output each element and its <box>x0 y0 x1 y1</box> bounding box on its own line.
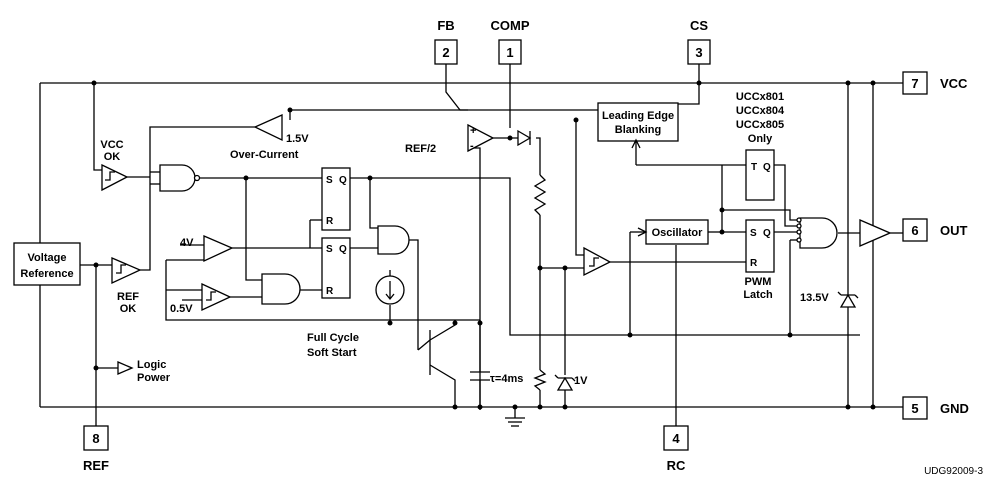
svg-text:OK: OK <box>104 151 121 163</box>
and-gate-soft-start <box>377 225 410 255</box>
pin-cs: 3 CS <box>687 18 711 65</box>
pin-gnd: 5 GND <box>902 396 969 420</box>
svg-text:13.5V: 13.5V <box>800 292 829 304</box>
svg-text:Q: Q <box>339 244 347 255</box>
pin-fb-name: FB <box>437 18 454 33</box>
sr-flipflop-2: S Q R <box>321 237 351 299</box>
svg-text:R: R <box>326 286 334 297</box>
svg-text:Latch: Latch <box>743 289 773 301</box>
svg-text:UCCx805: UCCx805 <box>736 119 784 131</box>
voltage-reference-block: Voltage Reference <box>13 242 81 286</box>
diode <box>517 129 532 147</box>
svg-text:τ=4ms: τ=4ms <box>490 373 523 385</box>
pin-cs-number: 3 <box>695 45 702 60</box>
resistor-top <box>533 174 547 216</box>
svg-text:REF/2: REF/2 <box>405 143 436 155</box>
svg-text:Blanking: Blanking <box>615 124 661 136</box>
ref-ok-comparator: REF OK <box>111 257 142 315</box>
arrows <box>631 138 648 237</box>
pin-out: 6 OUT <box>902 218 968 242</box>
svg-text:S: S <box>750 228 757 239</box>
resistor-bottom <box>533 369 547 391</box>
figure-id: UDG92009-3 <box>924 466 983 477</box>
svg-text:Soft Start: Soft Start <box>307 347 357 359</box>
pwm-latch: S Q R PWM Latch <box>743 219 775 301</box>
output-buffer <box>859 219 892 247</box>
svg-text:Only: Only <box>748 133 773 145</box>
and-gate-lower <box>261 273 301 305</box>
svg-text:PWM: PWM <box>745 276 772 288</box>
pin-ref-name: REF <box>83 458 109 473</box>
vcc-ok-comparator: VCC OK <box>100 139 129 192</box>
pin-comp-number: 1 <box>506 45 513 60</box>
wires <box>39 64 903 427</box>
ucc-only-note: UCCx801 UCCx804 UCCx805 Only <box>736 91 785 145</box>
svg-text:S: S <box>326 175 333 186</box>
svg-text:T: T <box>751 162 757 173</box>
pwm-comparator <box>583 246 612 277</box>
pin-comp: 1 COMP <box>491 18 530 65</box>
t-flipflop: T Q <box>745 149 775 201</box>
svg-text:1V: 1V <box>574 375 588 387</box>
svg-text:R: R <box>326 216 334 227</box>
svg-text:Full Cycle: Full Cycle <box>307 332 359 344</box>
pin-vcc-number: 7 <box>911 76 918 91</box>
output-and-gate <box>796 217 838 249</box>
pin-ref: 8 REF <box>83 425 109 473</box>
pin-gnd-number: 5 <box>911 401 918 416</box>
nand-gate-top <box>159 164 201 192</box>
svg-text:UCCx801: UCCx801 <box>736 91 784 103</box>
current-source: Full Cycle Soft Start <box>307 275 405 359</box>
pin-fb: 2 FB <box>434 18 458 65</box>
svg-text:Q: Q <box>339 175 347 186</box>
svg-text:Leading Edge: Leading Edge <box>602 110 674 122</box>
svg-text:0.5V: 0.5V <box>170 303 193 315</box>
pin-comp-name: COMP <box>491 18 530 33</box>
svg-text:4V: 4V <box>180 237 194 249</box>
oscillator-block: Oscillator <box>645 219 709 245</box>
svg-text:R: R <box>750 258 758 269</box>
pin-ref-number: 8 <box>92 431 99 446</box>
svg-text:Voltage: Voltage <box>28 252 67 264</box>
pin-fb-number: 2 <box>442 45 449 60</box>
sr-flipflop-1: S Q R <box>321 167 351 231</box>
svg-text:Reference: Reference <box>20 268 73 280</box>
svg-text:1.5V: 1.5V <box>286 133 309 145</box>
svg-text:OK: OK <box>120 303 137 315</box>
over-current-comparator: 1.5V Over-Current <box>230 113 309 161</box>
svg-text:Over-Current: Over-Current <box>230 149 299 161</box>
svg-text:Oscillator: Oscillator <box>652 227 703 239</box>
svg-text:UCCx804: UCCx804 <box>736 105 785 117</box>
pin-cs-name: CS <box>690 18 708 33</box>
pin-rc-number: 4 <box>672 431 680 446</box>
svg-text:VCC: VCC <box>100 139 123 151</box>
logic-power-buffer: Logic Power <box>117 359 171 384</box>
svg-text:Logic: Logic <box>137 359 166 371</box>
svg-text:Q: Q <box>763 162 771 173</box>
pin-gnd-name: GND <box>940 401 969 416</box>
zener-1v: 1V <box>554 374 588 391</box>
comparator-05v: 0.5V <box>170 282 232 315</box>
svg-text:Q: Q <box>763 228 771 239</box>
pin-vcc-name: VCC <box>940 76 968 91</box>
svg-text:Power: Power <box>137 372 171 384</box>
svg-text:S: S <box>326 244 333 255</box>
pin-rc-name: RC <box>667 458 686 473</box>
pin-rc: 4 RC <box>663 425 689 473</box>
svg-text:REF: REF <box>117 291 139 303</box>
zener-13v5: 13.5V <box>800 291 859 308</box>
leading-edge-blanking-block: Leading Edge Blanking <box>597 102 679 142</box>
svg-text:-: - <box>470 140 474 152</box>
pin-out-name: OUT <box>940 223 968 238</box>
capacitor-label: τ=4ms <box>490 373 523 385</box>
pin-out-number: 6 <box>911 223 918 238</box>
junctions <box>91 80 876 410</box>
pin-vcc: 7 VCC <box>902 71 968 95</box>
svg-text:+: + <box>470 125 476 137</box>
error-amplifier: + - REF/2 <box>405 123 495 155</box>
comparator-4v: 4V <box>180 235 234 263</box>
